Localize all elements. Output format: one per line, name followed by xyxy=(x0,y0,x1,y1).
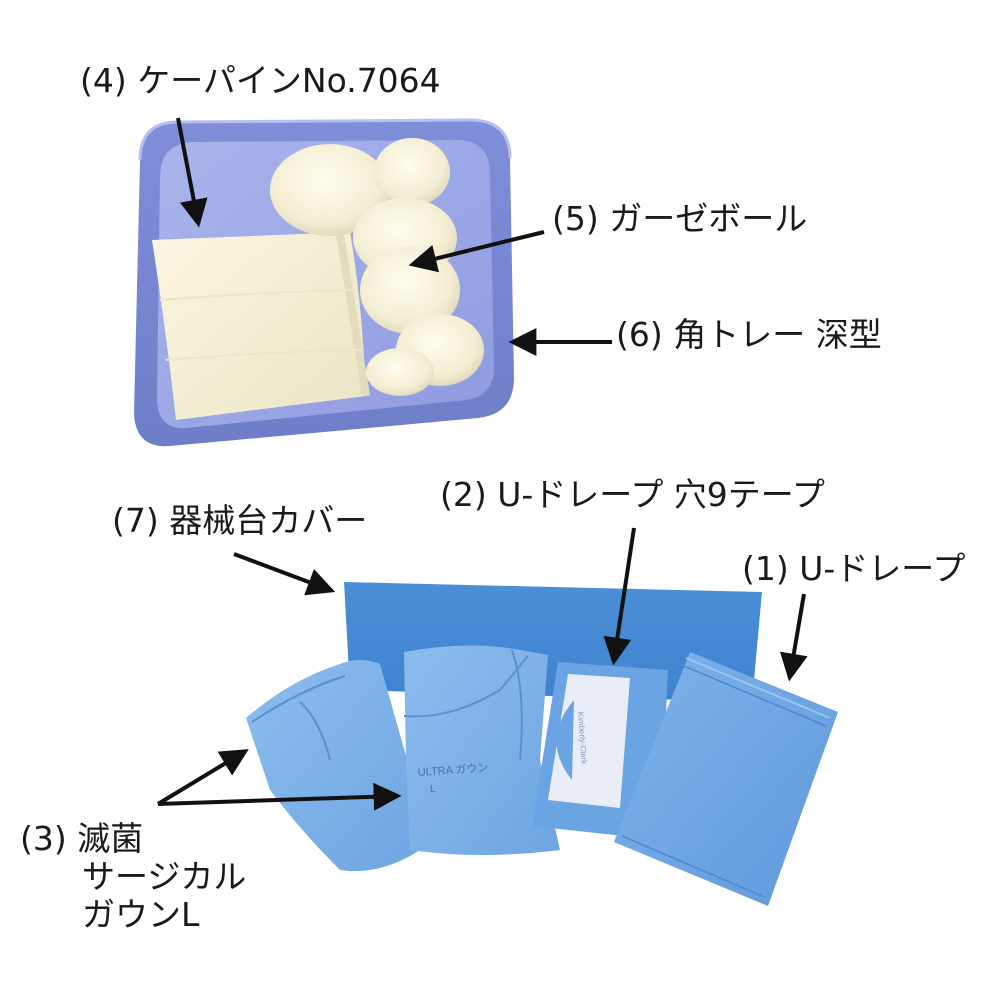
u-drape-folded xyxy=(614,652,838,906)
gauze-pad xyxy=(152,232,370,420)
arrow-7 xyxy=(233,552,336,596)
callout-label-3: (3) 滅菌 サージカル ガウンL xyxy=(20,820,246,934)
arrow-3a xyxy=(156,749,249,806)
arrow-3b xyxy=(157,782,402,811)
arrow-2 xyxy=(603,527,636,666)
callout-label-7: (7) 器械台カバー xyxy=(112,501,368,540)
gown-size-text: L xyxy=(430,784,436,795)
callout-label-6: (6) 角トレー 深型 xyxy=(616,315,882,354)
callout-label-3-line-1: (3) 滅菌 xyxy=(20,819,144,858)
callout-label-1: (1) U-ドレープ xyxy=(742,549,966,588)
callout-label-3-line-3: ガウンL xyxy=(82,894,200,934)
arrow-5 xyxy=(408,230,545,273)
callout-label-5: (5) ガーゼボール xyxy=(552,199,808,238)
callout-arrows xyxy=(156,117,808,811)
callout-label-3-line-2: サージカル xyxy=(82,856,247,896)
surgical-gown-left xyxy=(246,660,420,872)
callout-label-2: (2) U-ドレープ 穴9テープ xyxy=(440,475,825,514)
brand-print-text: Kimberly-Clark xyxy=(576,712,589,766)
callout-label-4: (4) ケーパインNo.7064 xyxy=(80,61,441,100)
gown-print-text: ULTRA ガウン xyxy=(417,761,488,779)
arrow-1 xyxy=(779,593,808,682)
surgical-gown-center: ULTRA ガウン L xyxy=(403,645,560,855)
arrow-4 xyxy=(176,117,208,228)
